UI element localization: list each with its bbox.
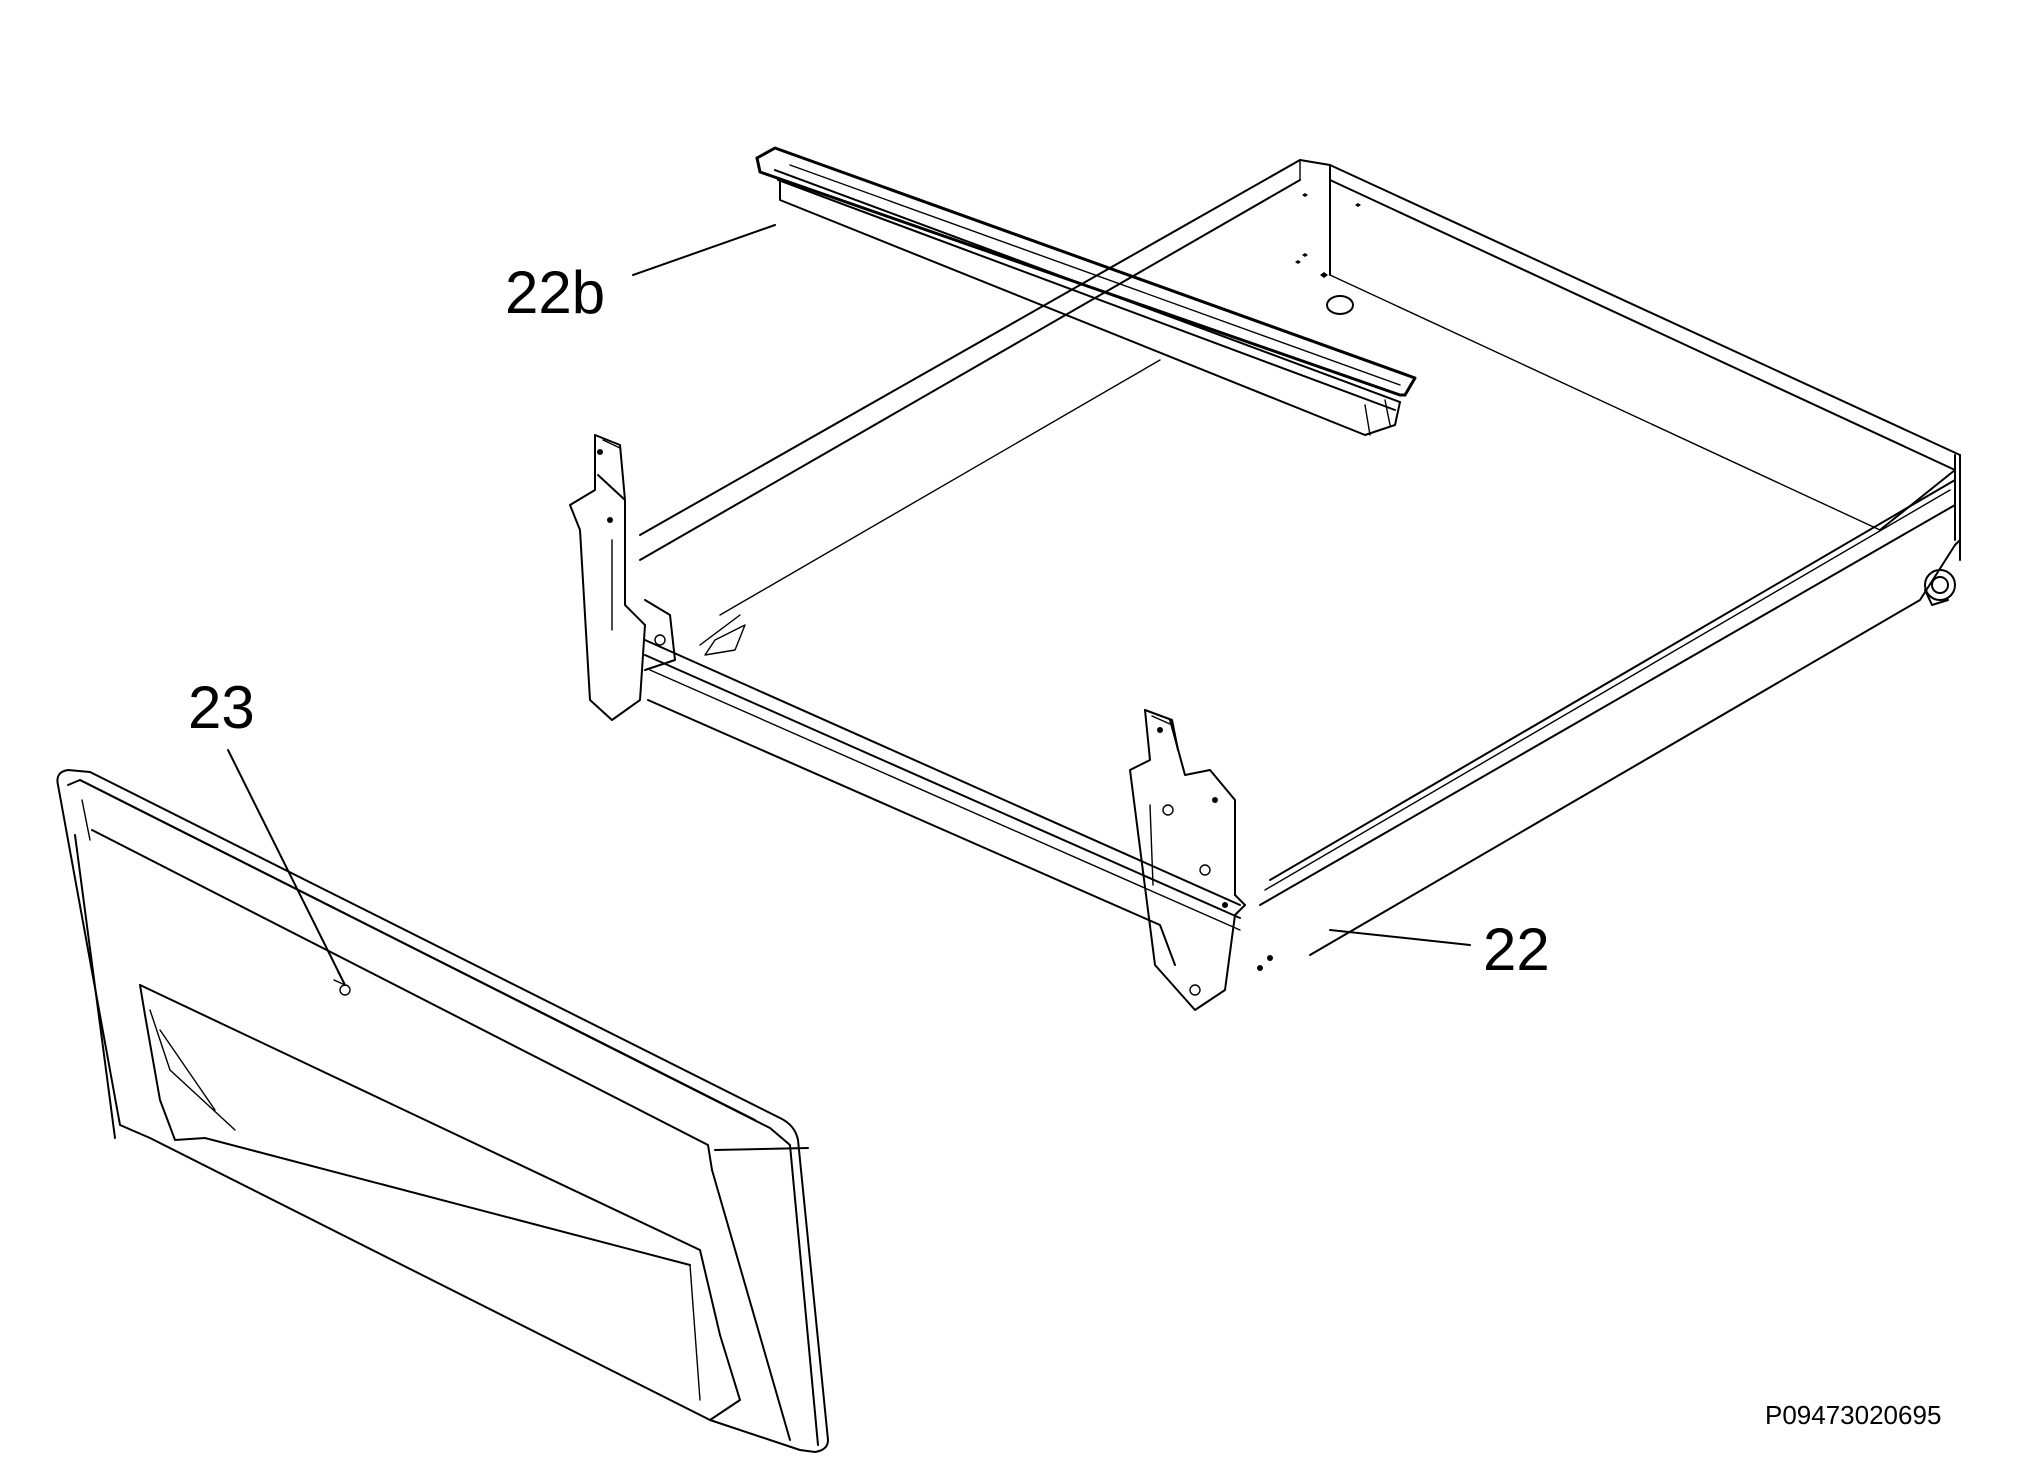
cover-strip-part [755, 146, 1417, 436]
leader-22b [632, 224, 776, 276]
callout-22b: 22b [505, 259, 605, 326]
callout-23: 23 [188, 674, 255, 741]
left-bracket [569, 434, 676, 721]
leader-lines [227, 224, 1471, 986]
front-panel-part [56, 769, 829, 1453]
leader-22 [1329, 929, 1471, 946]
right-bracket [1129, 709, 1273, 1011]
drawer-frame-part [569, 159, 1961, 1011]
leader-23 [227, 749, 346, 986]
callout-22: 22 [1483, 916, 1550, 983]
drawing-code: P09473020695 [1765, 1400, 1941, 1430]
